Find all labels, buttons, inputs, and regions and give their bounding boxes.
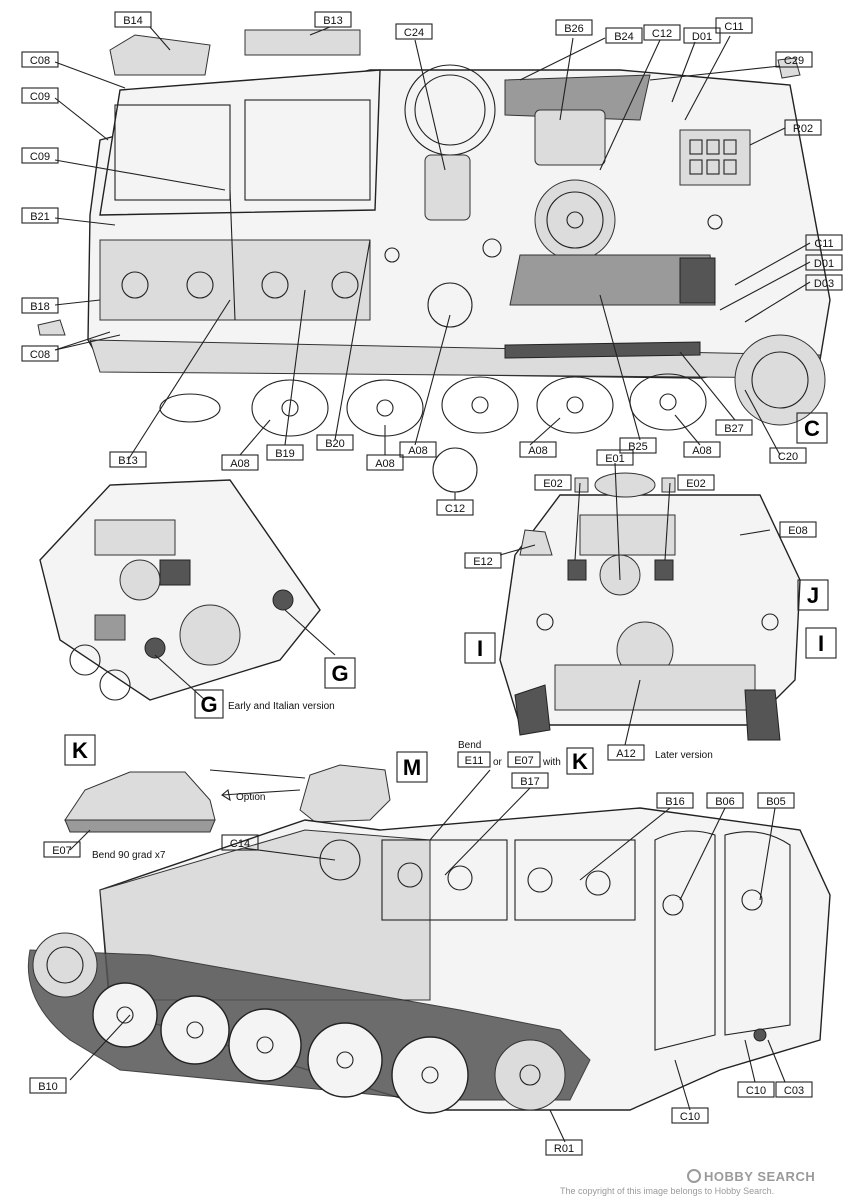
label-G-callout: G <box>331 661 348 686</box>
label-B26: B26 <box>564 23 584 35</box>
label-C12-top: C12 <box>652 28 672 40</box>
label-E02-b: E02 <box>686 478 706 490</box>
label-A08-e: A08 <box>692 445 712 457</box>
side-view <box>27 764 831 1114</box>
label-E11: E11 <box>465 755 484 767</box>
label-C11-top: C11 <box>724 21 743 33</box>
label-I-right-callout: I <box>818 631 824 656</box>
label-B14: B14 <box>123 15 143 27</box>
or-caption: or <box>493 757 503 768</box>
label-A08-b: A08 <box>375 458 395 470</box>
label-B16: B16 <box>665 796 685 808</box>
label-E02-a: E02 <box>543 478 563 490</box>
label-B13: B13 <box>323 15 343 27</box>
label-E01: E01 <box>605 453 625 465</box>
label-A08-a: A08 <box>230 458 250 470</box>
watermark-sub: The copyright of this image belongs to H… <box>560 1186 774 1196</box>
label-C-callout: C <box>804 416 820 441</box>
label-B10: B10 <box>38 1081 58 1093</box>
label-C12-mid: C12 <box>445 503 465 515</box>
label-E08: E08 <box>788 525 808 537</box>
part-labels: B14 B13 C24 B26 B24 C12 D01 C11 C29 C08 … <box>21 11 843 1156</box>
bend90-caption: Bend 90 grad x7 <box>92 850 166 861</box>
label-C03: C03 <box>784 1085 804 1097</box>
upper-hull-top-view <box>37 29 831 493</box>
label-C20: C20 <box>778 451 798 463</box>
label-G-caption-box: G <box>200 692 217 717</box>
label-D01-right: D01 <box>814 258 834 270</box>
watermark: HOBBY SEARCH The copyright of this image… <box>560 1169 815 1196</box>
label-I-left-callout: I <box>477 636 483 661</box>
label-B05: B05 <box>766 796 786 808</box>
label-E12: E12 <box>473 556 493 568</box>
label-B24: B24 <box>614 31 634 43</box>
bend-caption: Bend <box>458 740 481 751</box>
later-version-caption: Later version <box>655 750 713 761</box>
label-C14: C14 <box>230 838 250 850</box>
label-C08-top: C08 <box>30 55 50 67</box>
with-caption: with <box>542 757 561 768</box>
label-M-callout: M <box>403 755 421 780</box>
label-C08-left: C08 <box>30 349 50 361</box>
label-B13-mid: B13 <box>118 455 138 467</box>
label-B25: B25 <box>628 441 648 453</box>
label-B19: B19 <box>275 448 295 460</box>
label-B27: B27 <box>724 423 744 435</box>
label-B06: B06 <box>715 796 735 808</box>
early-version-view <box>39 479 336 701</box>
label-A12: A12 <box>616 748 636 760</box>
label-E07-left: E07 <box>52 845 72 857</box>
label-K-callout: K <box>72 738 88 763</box>
label-A08-c: A08 <box>408 445 428 457</box>
label-E07-top: E07 <box>514 755 534 767</box>
later-version-view <box>499 472 801 741</box>
label-C29: C29 <box>784 55 804 67</box>
label-B20: B20 <box>325 438 345 450</box>
watermark-logo-icon <box>687 1169 701 1183</box>
label-C11-right: C11 <box>814 238 833 250</box>
label-B18: B18 <box>30 301 50 313</box>
label-C10-right: C10 <box>746 1085 766 1097</box>
label-C09-b: C09 <box>30 151 50 163</box>
label-R02: R02 <box>793 123 813 135</box>
label-C24: C24 <box>404 27 424 39</box>
label-D03: D03 <box>814 278 834 290</box>
label-B17: B17 <box>520 776 540 788</box>
label-J-callout: J <box>807 583 819 608</box>
label-B21: B21 <box>30 211 50 223</box>
option-caption: Option <box>236 792 265 803</box>
watermark-brand: HOBBY SEARCH <box>704 1169 815 1184</box>
label-K-with: K <box>572 749 588 774</box>
label-A08-d: A08 <box>528 445 548 457</box>
label-D01-top: D01 <box>692 31 712 43</box>
label-R01: R01 <box>554 1143 574 1155</box>
early-italian-caption: Early and Italian version <box>228 701 335 712</box>
label-C10-bottom: C10 <box>680 1111 700 1123</box>
label-C09-a: C09 <box>30 91 50 103</box>
